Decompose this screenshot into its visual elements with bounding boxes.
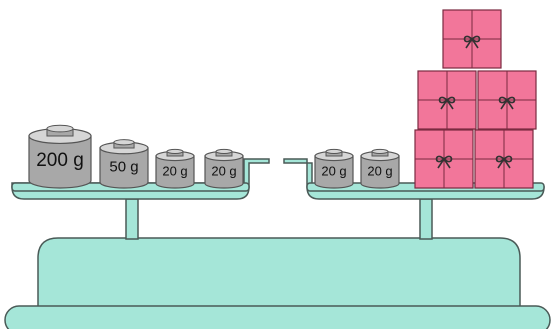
left-pan-post [125, 198, 139, 240]
bow-icon [495, 155, 513, 169]
bow-icon [435, 155, 453, 169]
weight-200g-left-1-body [28, 135, 92, 189]
weight-20g-right-2-body [360, 155, 400, 189]
weight-50g-left-2-knob-top [113, 139, 135, 146]
right-pan-weights: 20 g 20 g [314, 148, 400, 189]
scale-base-body [37, 237, 521, 309]
weight-20g-right-1-label: 20 g [321, 164, 346, 179]
scale-base-plate [4, 305, 551, 329]
bow-icon [463, 35, 481, 49]
weight-20g-left-4-knob-top [215, 148, 233, 154]
weight-50g-left-2: 50 g [99, 139, 149, 189]
weight-20g-left-3-knob-top [166, 148, 184, 154]
weight-20g-left-3: 20 g [155, 148, 195, 189]
weight-20g-right-1-knob-top [325, 148, 343, 154]
gift-box-1 [442, 9, 502, 69]
weight-200g-left-1: 200 g [28, 124, 92, 189]
weight-20g-right-2-label: 20 g [367, 164, 392, 179]
weight-20g-left-4-label: 20 g [211, 164, 236, 179]
bow-icon [498, 96, 516, 110]
scale-base [4, 237, 551, 329]
left-pan-weights: 200 g 50 g 20 g 20 g [28, 124, 244, 189]
right-pan-post [419, 198, 433, 240]
gift-box-5 [474, 129, 534, 189]
weight-200g-left-1-label: 200 g [36, 150, 84, 171]
weight-20g-right-1-body [314, 155, 354, 189]
weight-50g-left-2-body [99, 147, 149, 189]
weight-20g-right-1: 20 g [314, 148, 354, 189]
weight-200g-left-1-knob-top [46, 124, 74, 133]
weight-20g-left-3-label: 20 g [162, 164, 187, 179]
weight-20g-right-2-knob-top [371, 148, 389, 154]
gift-box-3 [477, 70, 537, 130]
gift-box-4 [414, 129, 474, 189]
bow-icon [438, 96, 456, 110]
weight-50g-left-2-label: 50 g [109, 158, 138, 175]
weight-20g-left-4-body [204, 155, 244, 189]
weight-20g-left-3-body [155, 155, 195, 189]
gift-box-2 [417, 70, 477, 130]
weight-20g-left-4: 20 g [204, 148, 244, 189]
weight-20g-right-2: 20 g [360, 148, 400, 189]
gift-boxes [414, 9, 537, 189]
